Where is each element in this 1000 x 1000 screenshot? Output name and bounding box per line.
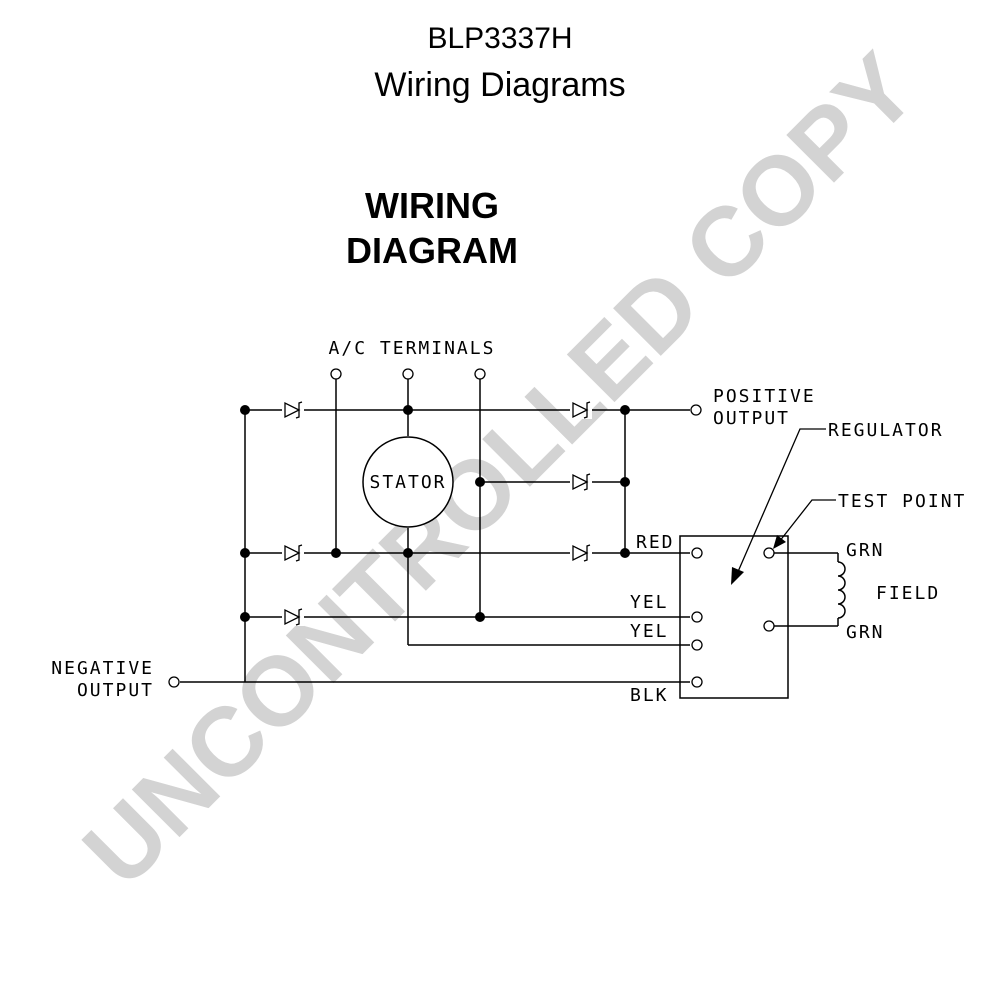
wires — [180, 379, 690, 683]
model-number: BLP3337H — [427, 22, 573, 55]
junction-dot — [475, 477, 485, 487]
junction-dot — [331, 548, 341, 558]
diode-4 — [570, 401, 592, 419]
blk-wire-label: BLK — [630, 685, 669, 706]
grn-wire-label-2: GRN — [846, 622, 885, 643]
stator-label: STATOR — [369, 472, 446, 493]
field-terminal — [763, 620, 775, 632]
regulator-yel-terminal-2 — [691, 639, 703, 651]
diagram-title-line2: DIAGRAM — [346, 230, 518, 271]
positive-output-label-1: POSITIVE — [713, 386, 816, 407]
yel-wire-label-1: YEL — [630, 592, 669, 613]
regulator-arrowhead — [731, 567, 744, 585]
ac-terminal-3 — [474, 368, 486, 380]
ac-terminals-label: A/C TERMINALS — [329, 338, 496, 359]
junction-dot — [240, 612, 250, 622]
diode-2 — [282, 544, 304, 562]
junction-dot — [240, 405, 250, 415]
diode-5 — [570, 473, 592, 491]
junction-dot — [620, 405, 630, 415]
junction-dot — [240, 548, 250, 558]
yel-wire-label-2: YEL — [630, 621, 669, 642]
negative-output-terminal — [168, 676, 180, 688]
junction-dot — [403, 405, 413, 415]
ac-terminal-2 — [402, 368, 414, 380]
grn-wire-label-1: GRN — [846, 540, 885, 561]
diode-3 — [282, 608, 304, 626]
regulator-box — [679, 535, 789, 699]
regulator-blk-terminal — [691, 676, 703, 688]
ac-terminal-1 — [330, 368, 342, 380]
red-wire-label: RED — [636, 532, 675, 553]
diagram-title-line1: WIRING — [365, 185, 499, 226]
test-point-label: TEST POINT — [838, 491, 966, 512]
junction-dot — [475, 612, 485, 622]
page-subtitle: Wiring Diagrams — [374, 66, 626, 104]
diode-6 — [570, 544, 592, 562]
field-coil — [837, 561, 846, 619]
positive-output-terminal — [690, 404, 702, 416]
regulator-red-terminal — [691, 547, 703, 559]
regulator-yel-terminal-1 — [691, 611, 703, 623]
test-point-arrowhead — [773, 535, 786, 549]
field-label: FIELD — [876, 583, 940, 604]
junction-dot — [403, 548, 413, 558]
regulator-label: REGULATOR — [828, 420, 944, 441]
negative-output-label-2: OUTPUT — [77, 680, 154, 701]
positive-output-label-2: OUTPUT — [713, 408, 790, 429]
test-point-terminal — [763, 547, 775, 559]
negative-output-label-1: NEGATIVE — [51, 658, 154, 679]
stator-winding — [362, 436, 454, 528]
test-point-leader — [778, 499, 836, 543]
junction-dot — [620, 477, 630, 487]
diode-1 — [282, 401, 304, 419]
watermark: UNCONTROLLED COPY — [62, 32, 937, 907]
junction-dot — [620, 548, 630, 558]
junctions — [240, 405, 630, 622]
regulator-leader — [736, 428, 826, 575]
